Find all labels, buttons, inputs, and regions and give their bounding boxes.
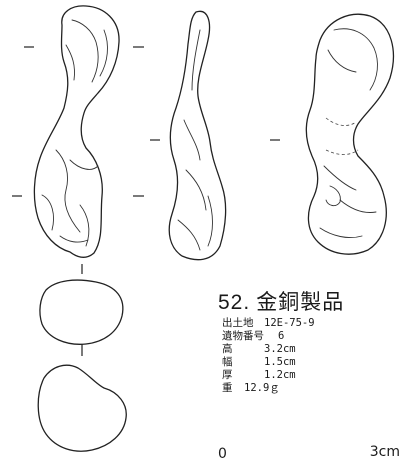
artifact-view-back xyxy=(305,13,394,255)
scale-bar: 0 3cm xyxy=(218,444,404,462)
artifact-title: 52.金銅製品 xyxy=(218,290,344,315)
artifact-number: 52. xyxy=(218,291,251,314)
artifact-view-front xyxy=(33,5,120,259)
artifact-name: 金銅製品 xyxy=(256,290,345,314)
artifact-cross-section-bottom xyxy=(37,364,127,452)
artifact-cross-section-top xyxy=(39,279,124,345)
scale-end-label: 3cm xyxy=(369,444,400,460)
artifact-view-side xyxy=(168,10,227,261)
scale-start-label: 0 xyxy=(218,446,227,462)
